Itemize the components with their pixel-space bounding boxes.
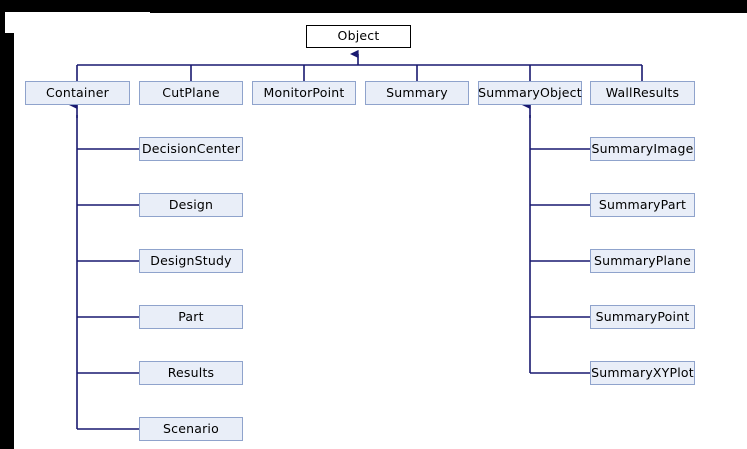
class-node-monitorpoint[interactable]: MonitorPoint [252, 81, 356, 105]
class-node-summarypart[interactable]: SummaryPart [590, 193, 695, 217]
class-node-summaryplane[interactable]: SummaryPlane [590, 249, 695, 273]
class-node-summary[interactable]: Summary [365, 81, 469, 105]
class-node-cutplane[interactable]: CutPlane [139, 81, 243, 105]
frame-band-top-right [150, 0, 747, 13]
class-node-object[interactable]: Object [306, 25, 411, 48]
frame-band-left-upper [0, 0, 5, 34]
class-node-wallresults[interactable]: WallResults [590, 81, 695, 105]
class-node-summaryimage[interactable]: SummaryImage [590, 137, 695, 161]
class-node-summaryxyplot[interactable]: SummaryXYPlot [590, 361, 695, 385]
class-node-scenario[interactable]: Scenario [139, 417, 243, 441]
class-node-decisioncenter[interactable]: DecisionCenter [139, 137, 243, 161]
class-node-summarypoint[interactable]: SummaryPoint [590, 305, 695, 329]
class-node-results[interactable]: Results [139, 361, 243, 385]
class-node-design[interactable]: Design [139, 193, 243, 217]
class-node-part[interactable]: Part [139, 305, 243, 329]
frame-band-left-lower [0, 33, 14, 449]
class-node-summaryobject[interactable]: SummaryObject [478, 81, 582, 105]
class-node-container[interactable]: Container [25, 81, 130, 105]
class-node-designstudy[interactable]: DesignStudy [139, 249, 243, 273]
